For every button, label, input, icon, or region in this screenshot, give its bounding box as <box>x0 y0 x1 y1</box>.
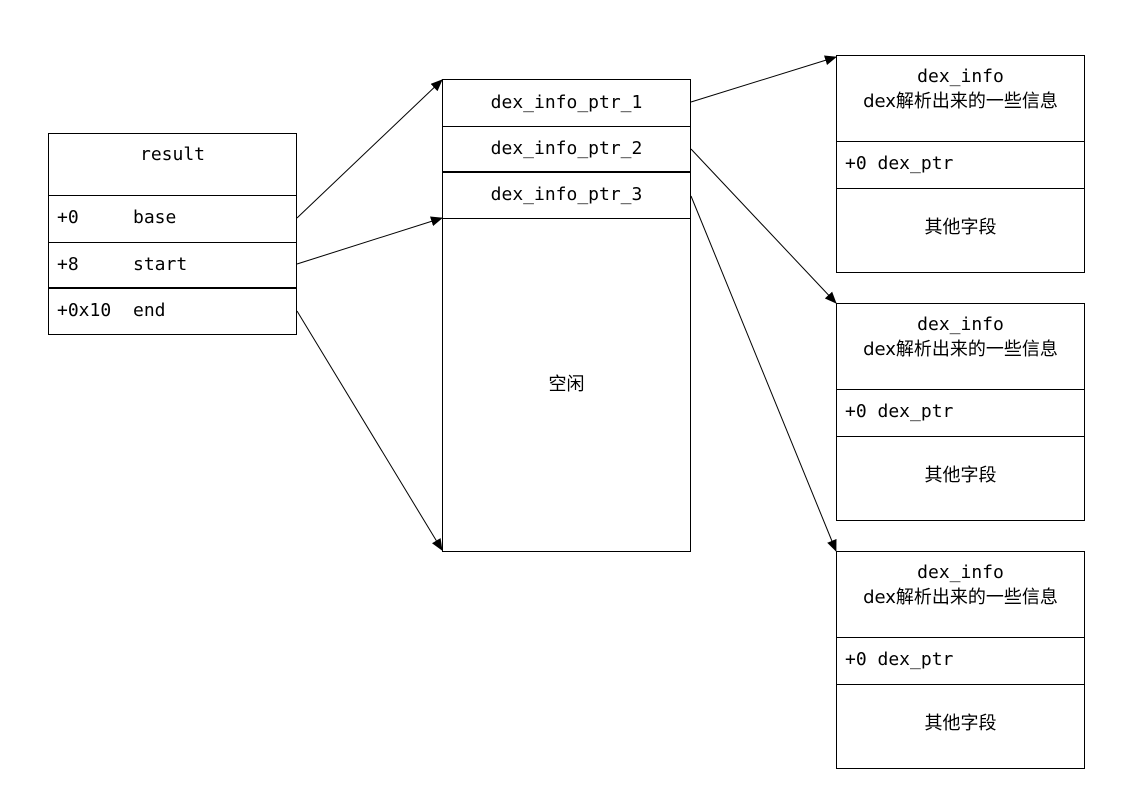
other-fields-label: 其他字段 <box>924 465 997 486</box>
field-name: end <box>133 300 166 321</box>
result-struct: result +0 base +8 start +0x10 end <box>48 133 297 335</box>
ptr-entry: dex_info_ptr_1 <box>443 80 690 127</box>
other-fields-label: 其他字段 <box>924 713 997 734</box>
dex-ptr-field: +0 dex_ptr <box>845 649 954 670</box>
arrow-start-to-free <box>296 216 443 265</box>
result-title: result <box>139 144 206 165</box>
arrow-end-to-table-end <box>296 310 443 551</box>
dex-info-field: +0 dex_ptr <box>837 390 1084 437</box>
dex-info-subtitle: dex解析出来的一些信息 <box>863 339 1058 360</box>
dex-info-other: 其他字段 <box>837 189 1084 272</box>
dex-info-header: dex_info dex解析出来的一些信息 <box>837 56 1084 142</box>
ptr-entry-label: dex_info_ptr_1 <box>490 92 643 113</box>
dex-info-box: dex_info dex解析出来的一些信息 +0 dex_ptr 其他字段 <box>836 55 1085 273</box>
result-field-start: +8 start <box>49 243 296 289</box>
result-field-end: +0x10 end <box>49 289 296 334</box>
dex-info-title: dex_info <box>917 314 1004 335</box>
ptr-entry-label: dex_info_ptr_3 <box>490 184 643 205</box>
arrow-ptr2-to-dex-info <box>690 148 837 304</box>
field-offset: +8 <box>57 254 79 275</box>
field-name: start <box>133 254 188 275</box>
dex-info-other: 其他字段 <box>837 685 1084 768</box>
arrow-base-to-table <box>296 79 443 219</box>
dex-info-subtitle: dex解析出来的一些信息 <box>863 91 1058 112</box>
dex-info-subtitle: dex解析出来的一些信息 <box>863 587 1058 608</box>
arrow-ptr3-to-dex-info <box>690 195 837 552</box>
dex-info-box: dex_info dex解析出来的一些信息 +0 dex_ptr 其他字段 <box>836 303 1085 521</box>
dex-info-header: dex_info dex解析出来的一些信息 <box>837 304 1084 390</box>
dex-info-field: +0 dex_ptr <box>837 638 1084 685</box>
free-label: 空闲 <box>548 374 585 395</box>
dex-info-title: dex_info <box>917 562 1004 583</box>
field-name: base <box>133 207 177 228</box>
dex-ptr-field: +0 dex_ptr <box>845 153 954 174</box>
ptr-entry-label: dex_info_ptr_2 <box>490 138 643 159</box>
dex-info-title: dex_info <box>917 66 1004 87</box>
other-fields-label: 其他字段 <box>924 217 997 238</box>
dex-info-other: 其他字段 <box>837 437 1084 520</box>
dex-info-ptr-table: dex_info_ptr_1 dex_info_ptr_2 dex_info_p… <box>442 79 691 552</box>
result-field-base: +0 base <box>49 196 296 243</box>
field-offset: +0x10 <box>57 300 112 321</box>
ptr-entry: dex_info_ptr_3 <box>443 173 690 219</box>
result-header: result <box>49 134 296 196</box>
dex-info-field: +0 dex_ptr <box>837 142 1084 189</box>
arrow-ptr1-to-dex-info <box>690 55 837 103</box>
ptr-entry: dex_info_ptr_2 <box>443 127 690 173</box>
dex-info-header: dex_info dex解析出来的一些信息 <box>837 552 1084 638</box>
dex-ptr-field: +0 dex_ptr <box>845 401 954 422</box>
dex-info-box: dex_info dex解析出来的一些信息 +0 dex_ptr 其他字段 <box>836 551 1085 769</box>
field-offset: +0 <box>57 207 79 228</box>
free-area: 空闲 <box>443 219 690 551</box>
